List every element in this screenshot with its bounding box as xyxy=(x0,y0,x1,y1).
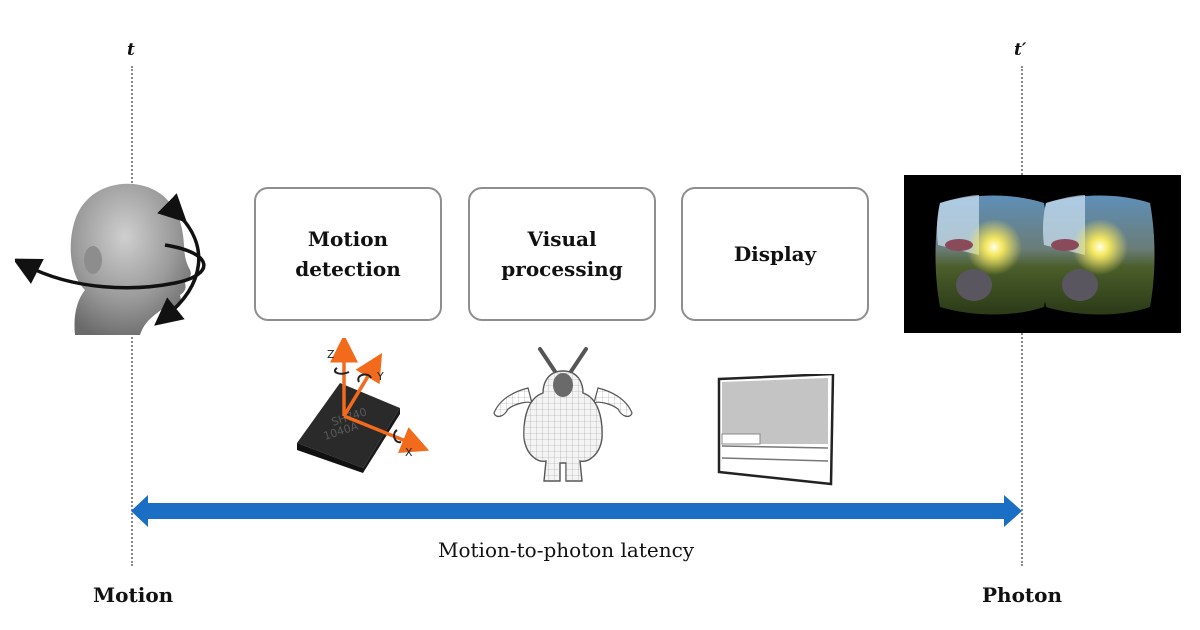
photon-label: Photon xyxy=(982,583,1063,607)
x-axis-label: X xyxy=(405,446,413,459)
head-rotation-icon xyxy=(15,183,206,335)
latency-label: Motion-to-photon latency xyxy=(438,538,695,562)
stage-label: Motion detection xyxy=(295,227,401,281)
display-panel-icon xyxy=(717,374,835,486)
stage-label: Display xyxy=(733,242,817,266)
x-axis-arrow xyxy=(343,414,430,454)
chip-body: SH740 1040A xyxy=(297,383,400,473)
right-eye-view xyxy=(1041,195,1155,315)
stage-motion-detection: Motion detection xyxy=(254,187,442,321)
pitch-rotation-arrow xyxy=(154,193,201,326)
stage-visual-processing: Visual processing xyxy=(468,187,656,321)
y-axis-label: Y xyxy=(376,370,384,383)
time-marker-t-prime: t′ xyxy=(1014,40,1027,60)
left-eye-view xyxy=(935,195,1049,315)
z-axis-label: Z xyxy=(327,348,335,361)
stage-display: Display xyxy=(681,187,869,321)
latency-double-arrow xyxy=(131,495,1022,527)
motion-label: Motion xyxy=(93,583,174,607)
stage-label: Visual processing xyxy=(501,227,623,281)
wireframe-character-icon xyxy=(493,347,633,482)
vr-stereo-view-image xyxy=(904,175,1181,333)
imu-sensor-icon: SH740 1040A Z Y X xyxy=(297,338,430,473)
time-marker-t: t xyxy=(127,40,135,60)
